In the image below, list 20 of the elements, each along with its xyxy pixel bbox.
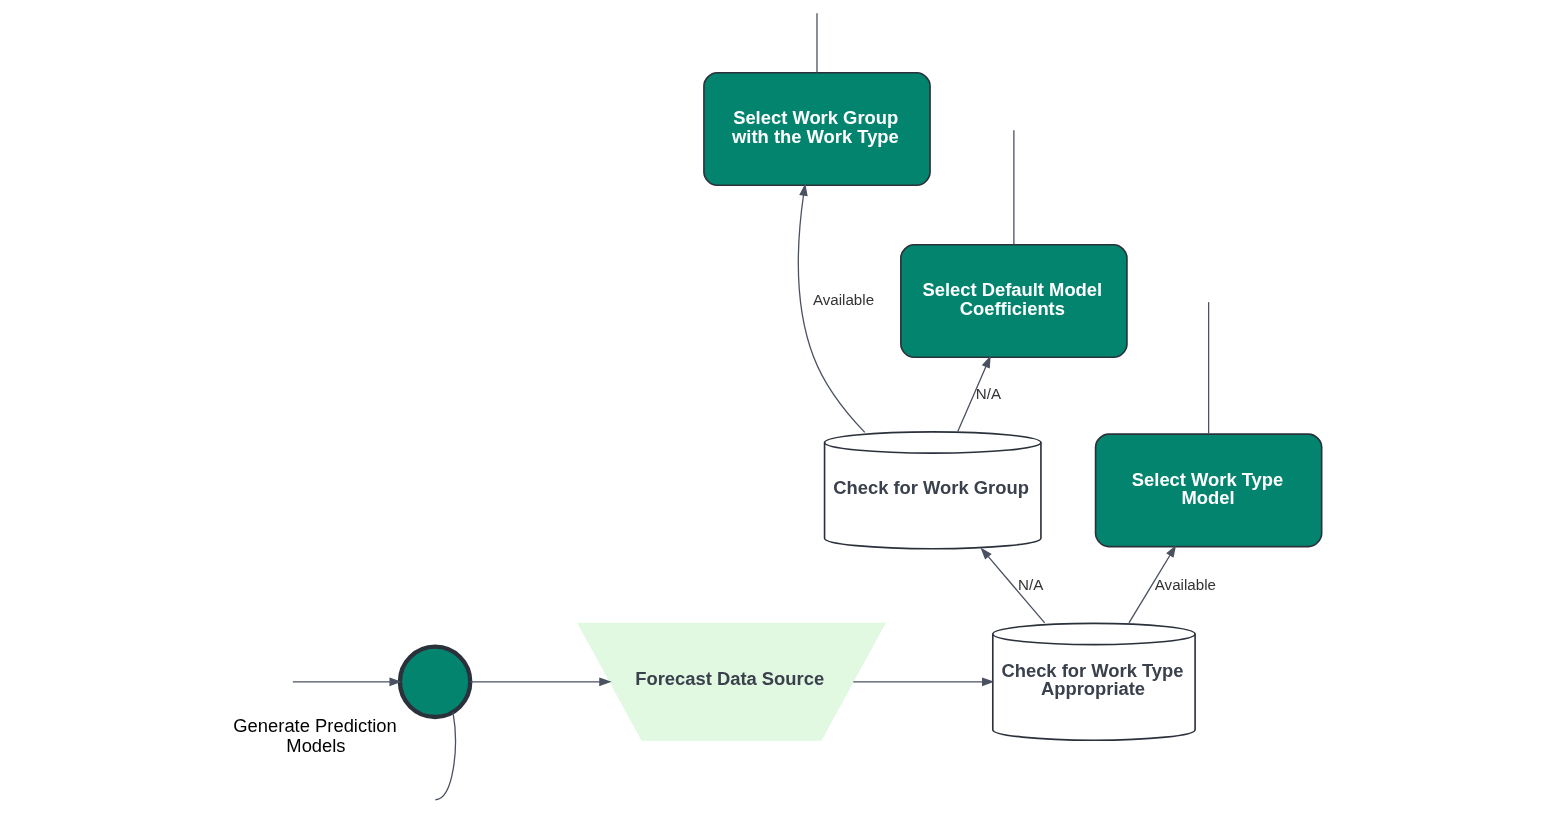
connector [1207, 301, 1210, 435]
edge-label: N/A [1018, 576, 1044, 594]
edge-label: Available [812, 291, 875, 309]
node-box: Select Work Type Model [1094, 433, 1323, 548]
arrow [797, 183, 866, 434]
edge-label: Available [1154, 576, 1216, 594]
arrow [292, 677, 402, 687]
edge-label: N/A [975, 384, 1002, 402]
arrow [957, 355, 991, 433]
arrow [1128, 544, 1177, 624]
node-box: Select Default Model Coefficients [900, 243, 1128, 359]
connector [816, 12, 818, 74]
node-circle [397, 644, 473, 720]
node-label: Generate Prediction Models [233, 714, 397, 757]
node-box: Select Work Group with the Work Type [703, 71, 931, 187]
arrow [980, 547, 1046, 624]
arrow [469, 677, 612, 687]
connector [1013, 129, 1015, 245]
connector [434, 711, 457, 801]
arrow [852, 677, 995, 687]
